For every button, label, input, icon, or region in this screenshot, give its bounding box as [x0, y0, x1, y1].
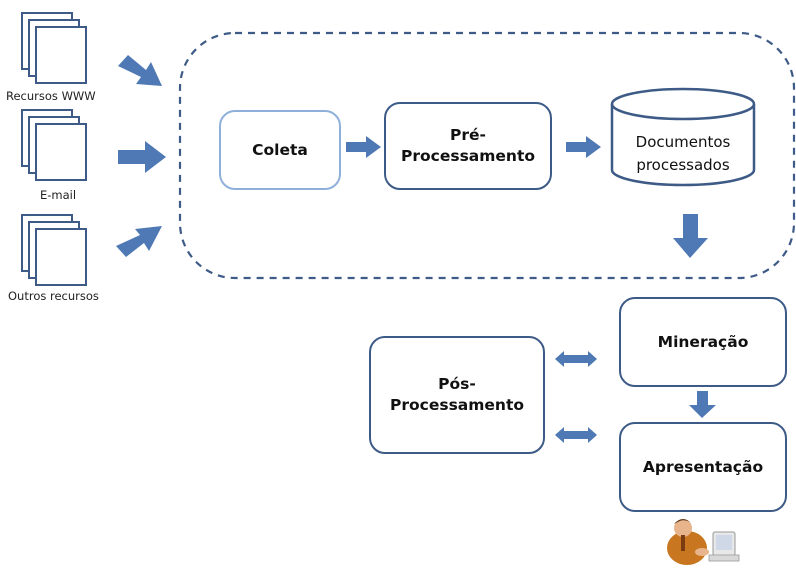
arrow-coleta-pre [346, 136, 381, 158]
arrow-email [118, 141, 166, 173]
person-at-computer-icon [667, 519, 740, 565]
document-stack-icon [21, 109, 87, 181]
source-label-www: Recursos WWW [6, 89, 96, 103]
pos-processamento-box: Pós- Processamento [369, 336, 545, 454]
double-arrow-pos-mineracao [555, 351, 597, 367]
pos-processamento-label-line1: Pós- [438, 375, 476, 394]
pre-processamento-label-line1: Pré- [450, 126, 486, 145]
arrow-mineracao-apresentacao [689, 391, 716, 418]
document-stack-icon [21, 214, 87, 286]
pre-processamento-label-line2: Processamento [400, 147, 536, 165]
coleta-label: Coleta [252, 140, 308, 159]
pre-processamento-box: Pré- Processamento [384, 102, 552, 190]
processing-container [178, 31, 796, 280]
coleta-box: Coleta [219, 110, 341, 190]
pos-processamento-label-line2: Processamento [389, 396, 525, 414]
arrow-docs-down [673, 214, 708, 258]
double-arrow-pos-apresentacao [555, 427, 597, 443]
document-stack-icon [21, 12, 87, 84]
apresentacao-label: Apresentação [642, 457, 764, 476]
arrow-pre-docs [566, 136, 601, 158]
arrow-outros [116, 226, 162, 257]
source-label-outros: Outros recursos [8, 289, 99, 303]
documentos-label-line1: Documentos [635, 133, 731, 151]
documentos-processados-cylinder [610, 87, 756, 187]
documentos-processados-label: Documentos processados [608, 131, 758, 176]
source-label-email: E-mail [40, 188, 77, 202]
mineracao-box: Mineração [619, 297, 787, 387]
arrow-www [118, 55, 162, 86]
apresentacao-box: Apresentação [619, 422, 787, 512]
mineracao-label: Mineração [657, 332, 749, 351]
documentos-label-line2: processados [636, 155, 730, 174]
